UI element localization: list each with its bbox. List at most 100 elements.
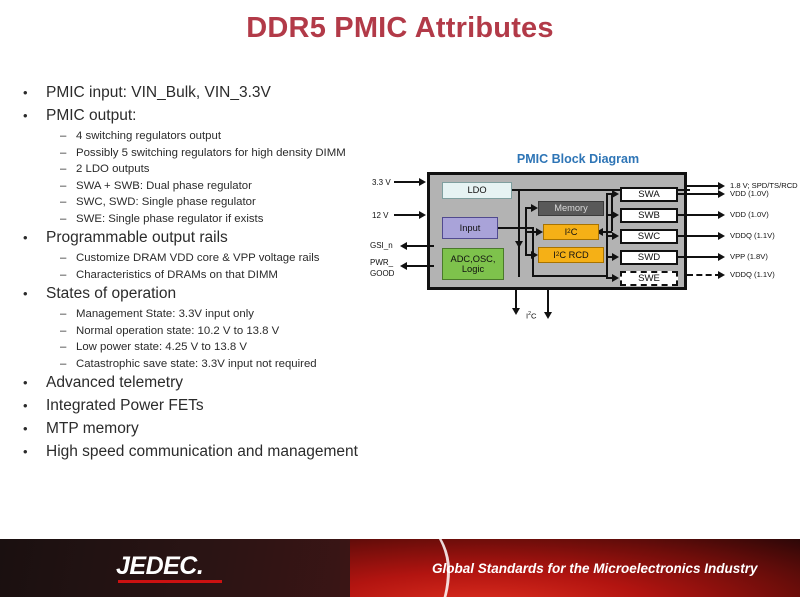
list-item-label: Characteristics of DRAMs on that DIMM [76,268,278,281]
bullet-marker: • [23,286,28,302]
block-ldo: LDO [442,182,512,199]
list-item-label: PMIC output: [46,107,137,124]
wire-swc-out [676,235,690,237]
block-swd: SWD [620,250,678,265]
dash-marker: – [60,308,67,321]
list-item: • High speed communication and managemen… [14,441,386,463]
dash-marker: – [60,357,67,370]
dash-marker: – [60,196,67,209]
bullet-marker: • [23,398,28,414]
wire-bottom-i2c-in [547,290,549,316]
list-item-label: High speed communication and management [46,443,358,461]
block-logic-line1: ADC,OSC, [450,253,496,264]
rail-label-1: 1.8 V; SPD/TS/RCD [730,181,798,190]
wire-feed-swb [606,214,614,216]
diagram-title: PMIC Block Diagram [516,152,640,166]
list-item-label: 2 LDO outputs [76,163,150,176]
block-logic-line2: Logic [461,264,485,274]
arrow-icon [536,228,543,236]
list-item-label: SWE: Single phase regulator if exists [76,212,264,225]
list-item: – SWC, SWD: Single phase regulator [14,194,386,211]
list-item: – Catastrophic save state: 3.3V input no… [14,356,386,373]
arrow-icon [400,262,407,270]
block-input: Input [442,217,498,239]
dash-marker: – [60,146,67,159]
wire-ldo-out [510,189,690,191]
bullet-marker: • [23,230,28,246]
jedec-logo-dot: . [196,552,204,580]
dash-marker: – [60,163,67,176]
pmic-block-diagram: PMIC Block Diagram 3.3 V 12 V GSI_n PWR_… [368,148,798,328]
list-item-label: Low power state: 4.25 V to 13.8 V [76,341,247,354]
jedec-logo: JEDEC. [116,552,204,581]
wire-input-to-sw [532,275,608,277]
wire-input-out [496,227,534,229]
arrow-icon [419,211,426,219]
bullet-marker: • [23,444,28,460]
list-item: – 2 LDO outputs [14,161,386,178]
page-title: DDR5 PMIC Attributes [246,12,554,44]
wire-feed-swa [606,193,614,195]
dash-marker: – [60,324,67,337]
wire-swb-out [676,214,690,216]
footer-tagline: Global Standards for the Microelectronic… [432,561,758,576]
bullet-marker: • [23,85,28,100]
diagram-output-label-gsi: GSI_n [370,241,393,250]
list-item: – Normal operation state: 10.2 V to 13.8… [14,323,386,340]
wire-rail-6-dashed [687,274,721,276]
arrow-icon [718,190,725,198]
block-swa: SWA [620,187,678,202]
wire-feed-swe [606,277,614,279]
list-item-label: SWC, SWD: Single phase regulator [76,196,256,209]
arrow-icon [718,211,725,219]
wire-to-memory [525,207,534,209]
footer-swoosh-divider [330,539,450,597]
list-item: – Low power state: 4.25 V to 13.8 V [14,339,386,356]
arrow-icon [512,308,520,315]
block-i2c-rcd-post: C RCD [559,249,589,260]
list-item-label: Normal operation state: 10.2 V to 13.8 V [76,324,280,337]
arrow-icon [544,312,552,319]
list-item: – Management State: 3.3V input only [14,306,386,323]
wire-swa-out [676,193,690,195]
arrow-icon [612,190,619,198]
dash-marker: – [60,130,67,142]
block-i2c-pre: I [564,226,568,237]
rail-label-2: VDD (1.0V) [730,189,769,198]
bottom-bus-post: C [531,311,537,321]
list-item: • Advanced telemetry [14,372,386,394]
arrow-icon [612,253,619,261]
rail-label-3: VDD (1.0V) [730,210,769,219]
bullet-marker: • [23,421,28,437]
wire-feed-swc [606,235,614,237]
bottom-bus-label: I2C [526,311,536,321]
list-item: • MTP memory [14,418,386,440]
wire-pwrgood [404,265,434,267]
dash-marker: – [60,179,67,192]
list-item-label: Catastrophic save state: 3.3V input not … [76,357,317,370]
list-item: – SWE: Single phase regulator if exists [14,211,386,228]
jedec-logo-underline [118,580,222,583]
arrow-icon [596,228,603,236]
diagram-input-label-3v3: 3.3 V [372,178,391,187]
diagram-output-label-pwr: PWR_ [370,258,394,267]
list-item: • PMIC input: VIN_Bulk, VIN_3.3V [14,82,386,104]
bottom-bus-sup: 2 [528,311,531,317]
rail-label-4: VDDQ (1.1V) [730,231,775,240]
list-item: – SWA + SWB: Dual phase regulator [14,178,386,195]
list-item: • Programmable output rails [14,227,386,249]
arrow-icon [718,232,725,240]
rail-label-5: VPP (1.8V) [730,252,768,261]
dash-marker: – [60,212,67,225]
arrow-icon [400,242,407,250]
bullet-list: • PMIC input: VIN_Bulk, VIN_3.3V • PMIC … [14,82,386,464]
arrow-icon [612,211,619,219]
block-swe: SWE [620,271,678,286]
wire-trunk-left [518,189,520,277]
list-item: • PMIC output: [14,105,386,127]
arrow-icon [612,274,619,282]
block-i2c-rcd-pre: I [553,249,556,260]
block-memory: Memory [538,201,604,216]
